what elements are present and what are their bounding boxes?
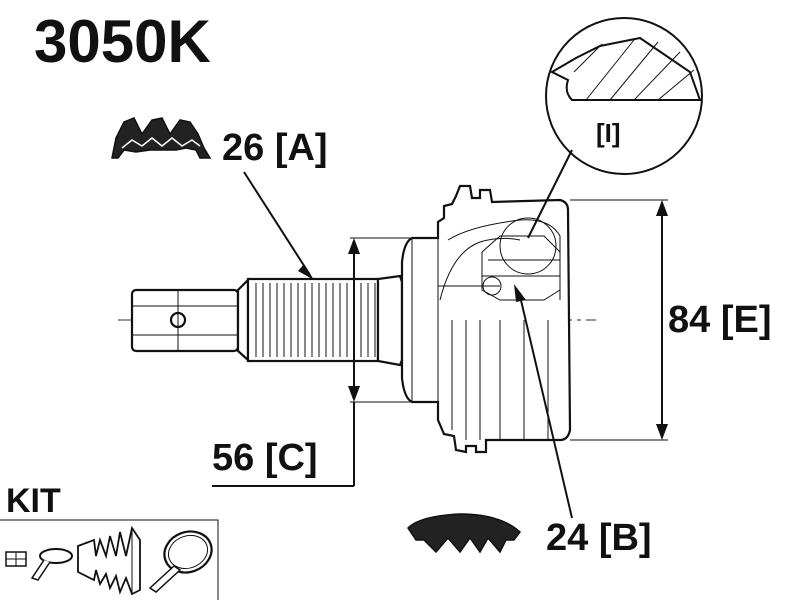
detail-circle bbox=[545, 17, 703, 175]
diameter-e-label: 84 [E] bbox=[668, 299, 771, 341]
spline-inner-label: 24 [B] bbox=[546, 517, 652, 559]
clamp-band-icon bbox=[148, 530, 213, 593]
joint-housing bbox=[400, 184, 572, 454]
gear-teeth-inner-icon bbox=[407, 513, 522, 554]
dimension-c bbox=[212, 237, 410, 487]
kit-frame bbox=[0, 519, 219, 600]
detail-label: [I] bbox=[596, 118, 621, 148]
arrowhead-a bbox=[298, 264, 314, 280]
part-number-title: 3050K bbox=[34, 8, 211, 75]
spline-outer-label: 26 [A] bbox=[222, 127, 328, 169]
detail-leader-line bbox=[527, 149, 573, 239]
shaft-stub bbox=[130, 277, 250, 363]
nut-icon bbox=[5, 551, 27, 567]
diameter-c-label: 56 [C] bbox=[212, 437, 318, 479]
splined-shaft bbox=[246, 274, 404, 367]
leader-line-b bbox=[519, 295, 573, 519]
kit-label: KIT bbox=[6, 482, 61, 520]
arrowhead-b bbox=[514, 284, 526, 302]
clamp-icon bbox=[30, 548, 73, 581]
gear-teeth-outer-icon bbox=[111, 117, 212, 159]
boot-icon bbox=[77, 525, 141, 596]
dimension-e bbox=[570, 199, 668, 441]
leader-line-a bbox=[243, 171, 311, 276]
